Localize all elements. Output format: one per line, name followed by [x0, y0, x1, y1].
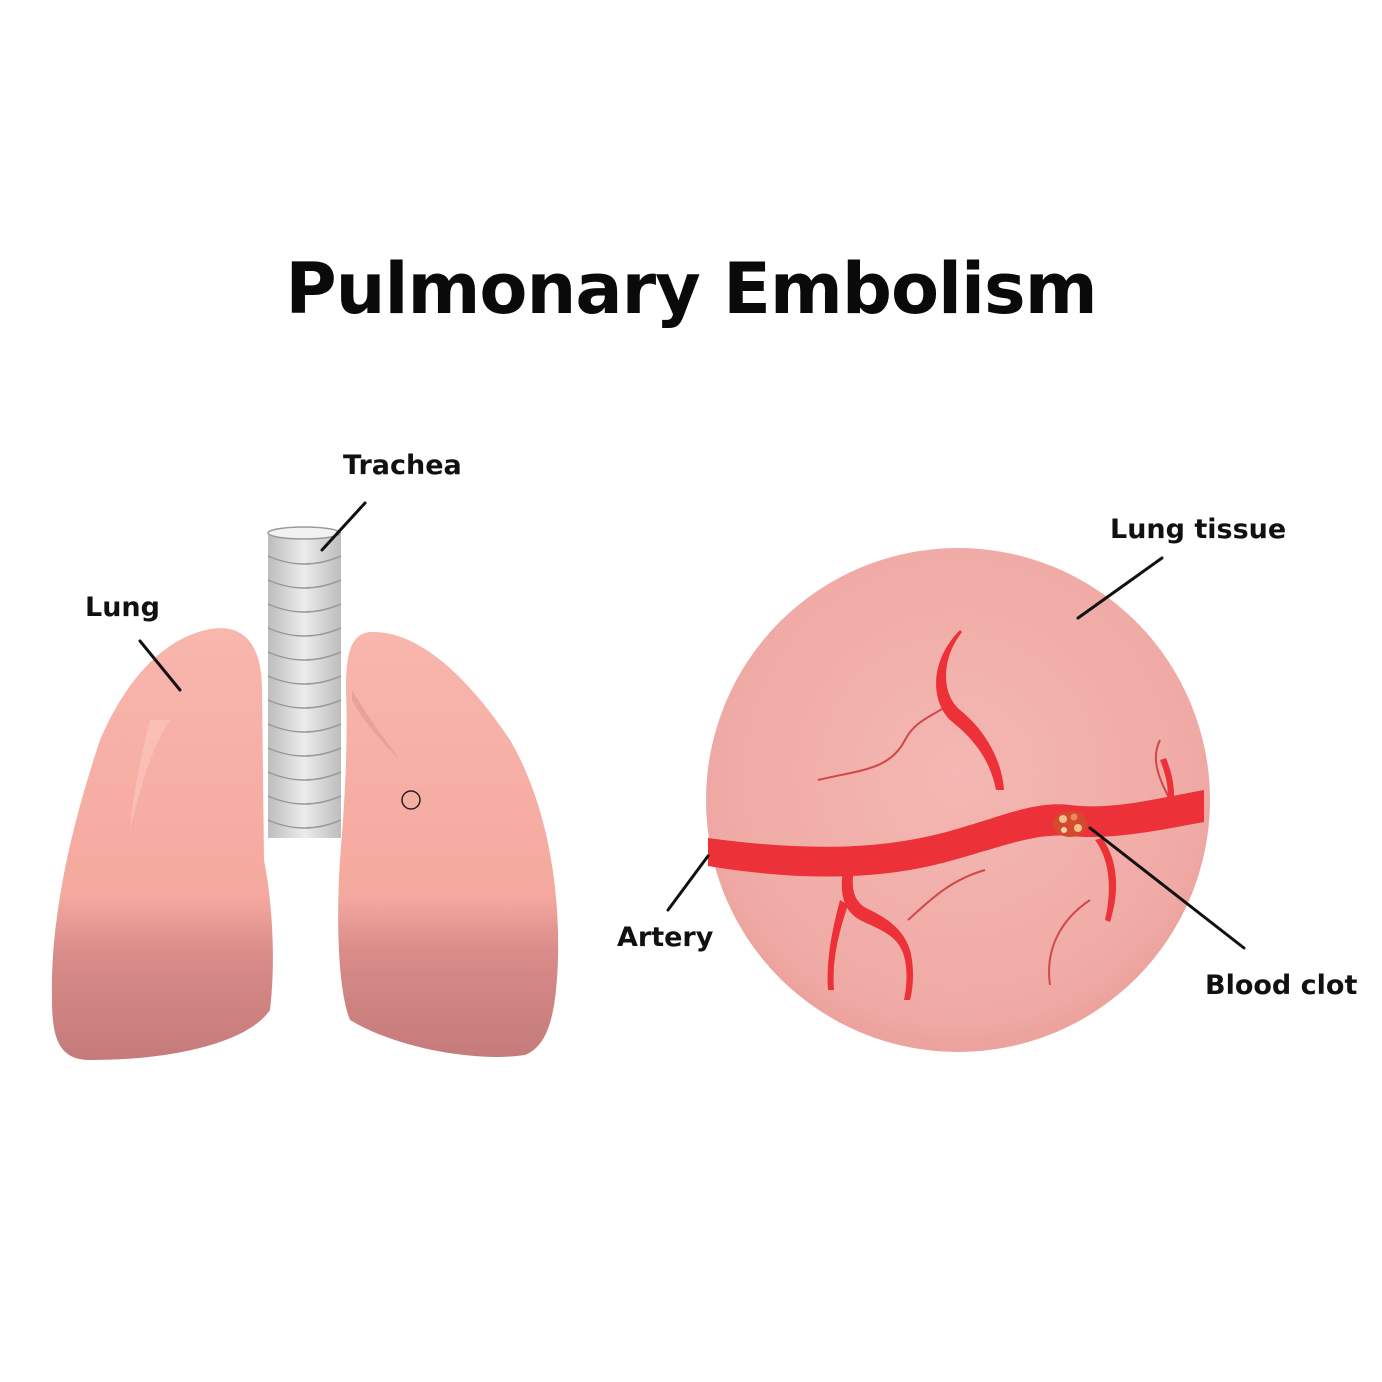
- leader-lines: [138, 501, 1246, 950]
- lung-tissue-label: Lung tissue: [1110, 514, 1287, 545]
- artery-label: Artery: [617, 922, 714, 953]
- blood-clot-label: Blood clot: [1205, 970, 1358, 1001]
- page-title: Pulmonary Embolism: [285, 248, 1097, 330]
- lung-tissue-circle: [706, 548, 1210, 1052]
- trachea: [267, 526, 342, 838]
- right-lung: [338, 631, 559, 1057]
- embolism-marker-icon: [401, 790, 421, 810]
- blood-clot-icon: [1053, 811, 1087, 837]
- small-vessels: [817, 704, 1171, 986]
- lung-label: Lung: [85, 592, 160, 623]
- left-lung: [51, 628, 273, 1060]
- main-artery: [708, 790, 1204, 877]
- trachea-label: Trachea: [343, 450, 462, 481]
